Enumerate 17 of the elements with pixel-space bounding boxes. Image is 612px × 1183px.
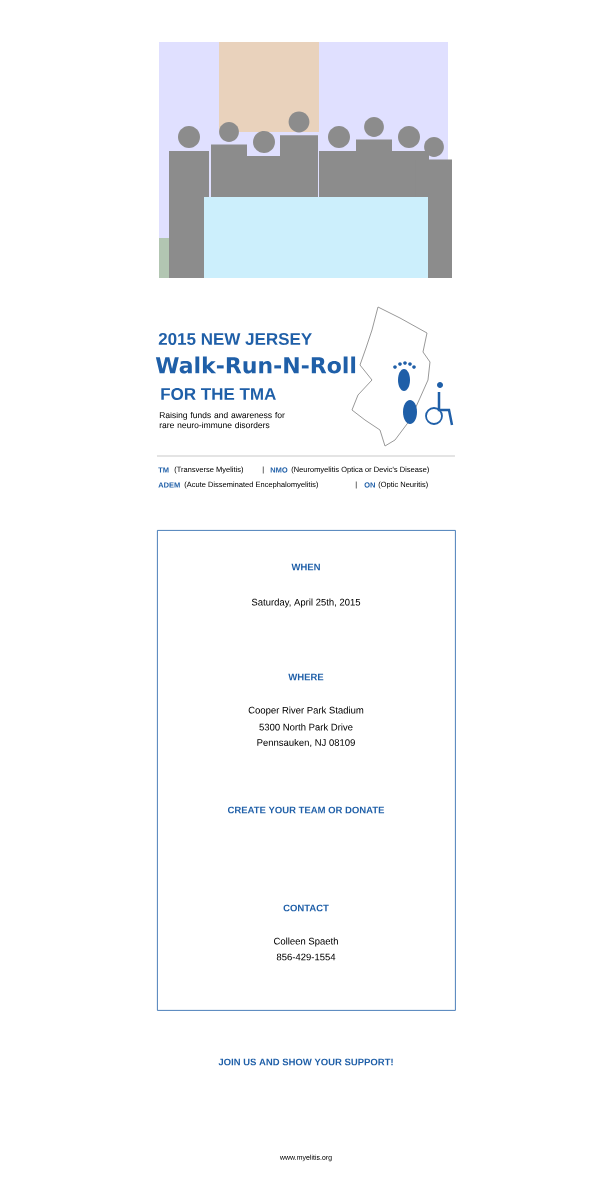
section-heading: CONTACT <box>283 904 329 912</box>
info-text: Pennsauken, NJ 08109 <box>257 738 355 748</box>
info-box <box>157 530 456 1011</box>
info-text: Colleen Spaeth <box>274 937 338 947</box>
subtitle-text: Raising funds and awareness for rare neuro-immune disorders <box>159 411 285 429</box>
info-text: 856-429-1554 <box>276 953 336 961</box>
title-text: Walk-Run-N-Roll <box>155 356 356 374</box>
slogan-text: JOIN US AND SHOW YOUR SUPPORT! <box>218 1058 393 1066</box>
info-text: Saturday, April 25th, 2015 <box>251 598 361 608</box>
info-text: 5300 North Park Drive <box>259 723 353 731</box>
title-text: FOR THE TMA <box>161 388 276 401</box>
section-heading: CREATE YOUR TEAM OR DONATE <box>227 806 385 814</box>
section-heading: WHEN <box>291 563 320 571</box>
info-text: Cooper River Park Stadium <box>248 706 364 716</box>
section-heading: WHERE <box>288 673 324 681</box>
title-text: 2015 NEW JERSEY <box>158 333 312 346</box>
photo-drawing <box>159 42 452 278</box>
